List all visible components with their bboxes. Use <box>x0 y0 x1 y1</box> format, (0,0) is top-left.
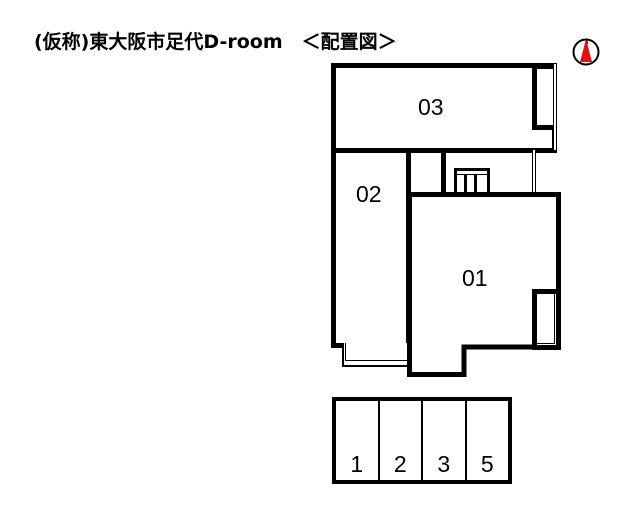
parking-space-1: 1 <box>336 401 380 480</box>
parking-space-label: 2 <box>393 451 407 477</box>
corridor-wall-left <box>441 150 446 195</box>
parking-space-label: 3 <box>437 451 451 477</box>
parking-space-2: 2 <box>380 401 423 480</box>
unit-02-label: 02 <box>356 181 382 207</box>
unit-03-balcony-rail <box>553 64 557 150</box>
unit-01-balcony-rail <box>537 294 555 344</box>
north-arrow-icon <box>571 37 601 67</box>
unit-01 <box>407 192 561 377</box>
parking-area: 1 2 3 5 <box>332 397 512 484</box>
unit-02-balcony-rail <box>345 343 412 361</box>
parking-space-label: 1 <box>350 451 364 477</box>
stairs-icon <box>454 168 490 195</box>
parking-space-label: 5 <box>480 451 494 477</box>
unit-03 <box>331 63 557 153</box>
unit-01-balcony <box>532 289 561 350</box>
parking-space-3: 3 <box>423 401 467 480</box>
parking-space-5: 5 <box>467 401 509 480</box>
page-title: (仮称)東大阪市足代D-room ＜配置図＞ <box>34 31 397 53</box>
corridor-wall-right <box>532 150 536 195</box>
unit-02 <box>331 148 411 348</box>
unit-01-label: 01 <box>462 265 488 291</box>
unit-03-label: 03 <box>418 94 444 120</box>
